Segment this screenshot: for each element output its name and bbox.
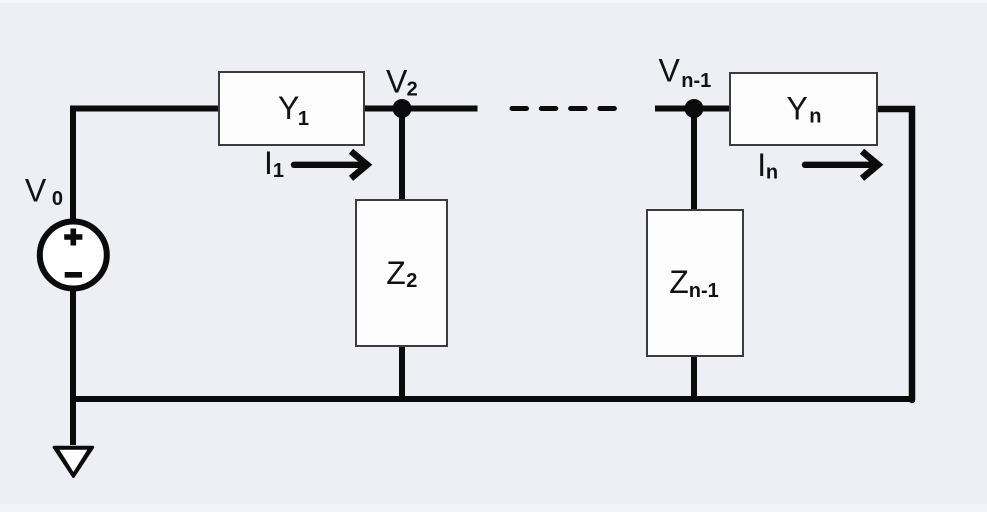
svg-text:1: 1 xyxy=(273,160,284,182)
svg-text:n: n xyxy=(809,106,821,128)
svg-text:0: 0 xyxy=(52,188,63,210)
svg-text:Z: Z xyxy=(386,255,406,291)
svg-text:V: V xyxy=(659,53,681,89)
svg-text:I: I xyxy=(757,147,766,183)
svg-text:n-1: n-1 xyxy=(689,280,719,302)
svg-text:V: V xyxy=(25,172,47,208)
svg-text:I: I xyxy=(264,145,273,181)
svg-text:V: V xyxy=(386,64,408,100)
svg-text:Y: Y xyxy=(787,91,808,127)
svg-text:n-1: n-1 xyxy=(681,70,711,92)
svg-text:1: 1 xyxy=(298,108,309,130)
svg-text:2: 2 xyxy=(406,270,417,292)
svg-text:n: n xyxy=(766,161,778,183)
svg-text:Z: Z xyxy=(669,264,689,300)
svg-text:Y: Y xyxy=(278,90,299,126)
svg-text:2: 2 xyxy=(407,79,418,101)
